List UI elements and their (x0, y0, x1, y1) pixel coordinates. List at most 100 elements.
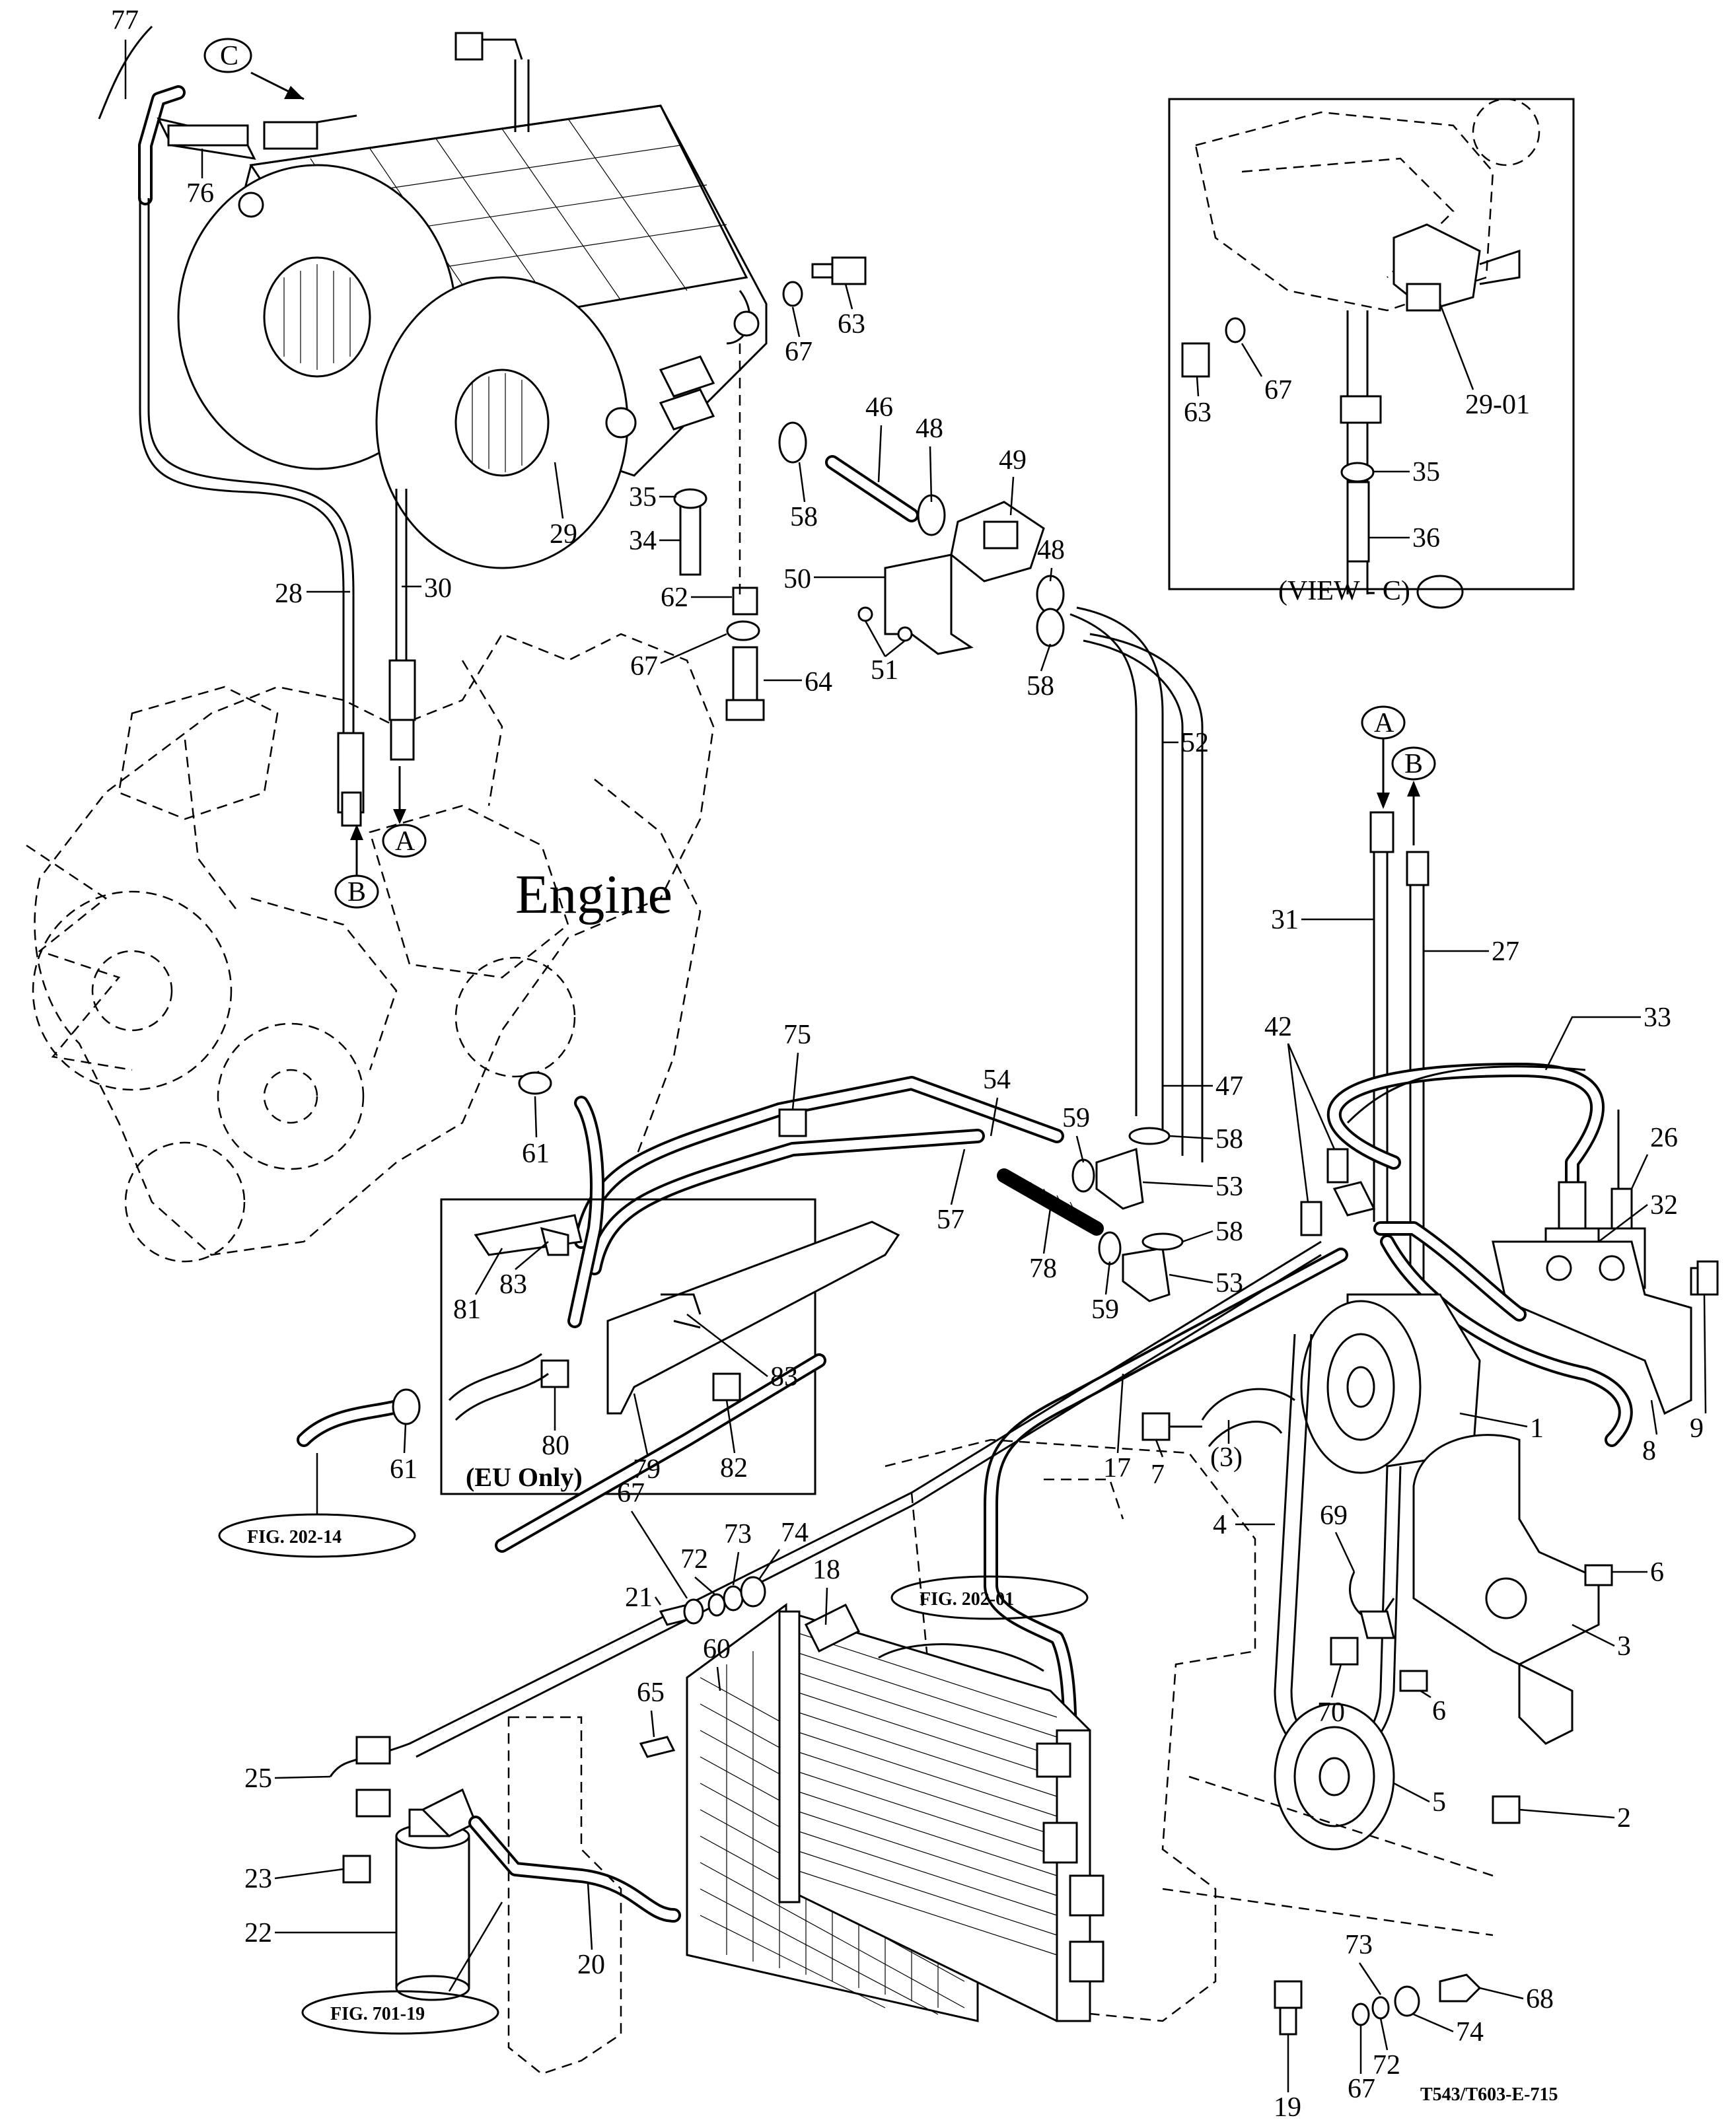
label-28: 28 (275, 579, 303, 609)
label-79: 79 (633, 1454, 661, 1485)
label-33: 33 (1644, 1003, 1671, 1033)
marker-c-top: C (203, 38, 305, 100)
label-80: 80 (542, 1431, 569, 1461)
label-68: 68 (1526, 1984, 1554, 2014)
svg-text:A: A (1374, 708, 1394, 738)
svg-text:B: B (1404, 749, 1423, 779)
marker-c-view (1416, 575, 1464, 609)
label-74: 74 (781, 1518, 809, 1548)
marker-b-left: B (334, 824, 379, 909)
label-54: 54 (983, 1065, 1011, 1095)
label-58d: 58 (1215, 1217, 1243, 1247)
label-31: 31 (1271, 905, 1299, 935)
label-48b: 48 (1037, 535, 1065, 565)
label-58: 58 (790, 502, 818, 532)
label-3: 3 (1617, 1631, 1631, 1662)
label-72b: 72 (1373, 2050, 1400, 2080)
label-61b: 61 (390, 1454, 417, 1485)
label-46: 46 (865, 392, 893, 423)
heater-unit (177, 104, 768, 569)
label-62: 62 (661, 583, 688, 613)
label-73: 73 (724, 1519, 752, 1549)
label-26: 26 (1650, 1123, 1678, 1153)
label-29: 29 (550, 519, 577, 550)
svg-text:B: B (347, 877, 366, 907)
label-78: 78 (1029, 1254, 1057, 1284)
label-21: 21 (625, 1582, 653, 1613)
marker-b-right: B (1391, 746, 1436, 845)
label-60: 60 (703, 1634, 731, 1664)
label-35-view: 35 (1412, 457, 1440, 487)
svg-text:A: A (395, 826, 416, 857)
label-67b: 67 (630, 651, 658, 682)
label-49: 49 (999, 445, 1027, 476)
label-72: 72 (680, 1544, 708, 1575)
label-36: 36 (1412, 523, 1440, 553)
fig-ref-701-19[interactable]: FIG. 701-19 (301, 1990, 499, 2035)
label-27: 27 (1492, 937, 1519, 967)
label-59: 59 (1062, 1103, 1090, 1133)
marker-a-right: A (1361, 705, 1406, 809)
part-labels: 77 76 63 67 29 28 30 35 34 62 67 64 58 4… (111, 5, 1707, 2123)
view-c-contents (1181, 98, 1540, 594)
label-75: 75 (783, 1020, 811, 1050)
label-69: 69 (1320, 1501, 1348, 1531)
label-76: 76 (186, 178, 214, 209)
view-c-frame (1168, 98, 1575, 590)
receiver-drier (395, 1788, 477, 2001)
drawing-code: T543/T603-E-715 (1420, 2084, 1558, 2105)
label-4: 4 (1213, 1510, 1227, 1540)
label-6: 6 (1650, 1557, 1664, 1588)
compressor (1300, 1293, 1481, 1474)
fig-ref-202-14[interactable]: FIG. 202-14 (218, 1513, 416, 1558)
label-53b: 53 (1215, 1268, 1243, 1298)
label-77: 77 (111, 5, 139, 36)
marker-a-left: A (382, 766, 427, 858)
label-65: 65 (637, 1678, 665, 1708)
label-2: 2 (1617, 1803, 1631, 1833)
engine-label: Engine (515, 864, 672, 925)
label-25: 25 (244, 1763, 272, 1794)
svg-text:C: C (220, 41, 238, 71)
label-6b: 6 (1432, 1696, 1446, 1726)
label-82: 82 (720, 1453, 748, 1483)
label-51: 51 (871, 655, 898, 686)
svg-text:FIG. 202-14: FIG. 202-14 (247, 1527, 342, 1547)
label-67d: 67 (1348, 2074, 1375, 2104)
label-34: 34 (629, 526, 657, 556)
engine-outline (26, 633, 715, 1263)
label-22: 22 (244, 1918, 272, 1948)
label-9: 9 (1690, 1413, 1704, 1444)
label-52: 52 (1181, 728, 1209, 758)
label-64: 64 (805, 667, 832, 697)
label-59b: 59 (1091, 1295, 1119, 1325)
label-58c: 58 (1215, 1124, 1243, 1154)
label-73b: 73 (1345, 1930, 1373, 1960)
label-57: 57 (937, 1205, 964, 1235)
label-67: 67 (785, 337, 813, 367)
label-32: 32 (1650, 1190, 1678, 1221)
label-20: 20 (577, 1950, 605, 1980)
label-1: 1 (1530, 1413, 1544, 1444)
label-30: 30 (424, 573, 452, 604)
label-50: 50 (783, 564, 811, 594)
label-17: 17 (1103, 1453, 1131, 1483)
fig-ref-202-01[interactable]: FIG. 202-01 (890, 1575, 1089, 1620)
part-63-bolt (782, 256, 867, 307)
svg-text:FIG. 202-01: FIG. 202-01 (920, 1589, 1014, 1610)
label-3-paren: (3) (1210, 1442, 1243, 1473)
label-58b: 58 (1027, 671, 1054, 701)
label-70: 70 (1317, 1697, 1345, 1728)
label-63-view: 63 (1184, 398, 1212, 428)
label-67-view: 67 (1264, 375, 1292, 406)
label-19: 19 (1274, 2092, 1301, 2123)
label-53: 53 (1215, 1172, 1243, 1202)
label-81: 81 (453, 1295, 481, 1325)
eu-only-contents (448, 1214, 900, 1421)
label-83b: 83 (770, 1362, 798, 1392)
svg-text:FIG. 701-19: FIG. 701-19 (330, 2004, 425, 2024)
label-47: 47 (1215, 1071, 1243, 1102)
label-23: 23 (244, 1864, 272, 1894)
eu-only-frame (440, 1198, 816, 1495)
